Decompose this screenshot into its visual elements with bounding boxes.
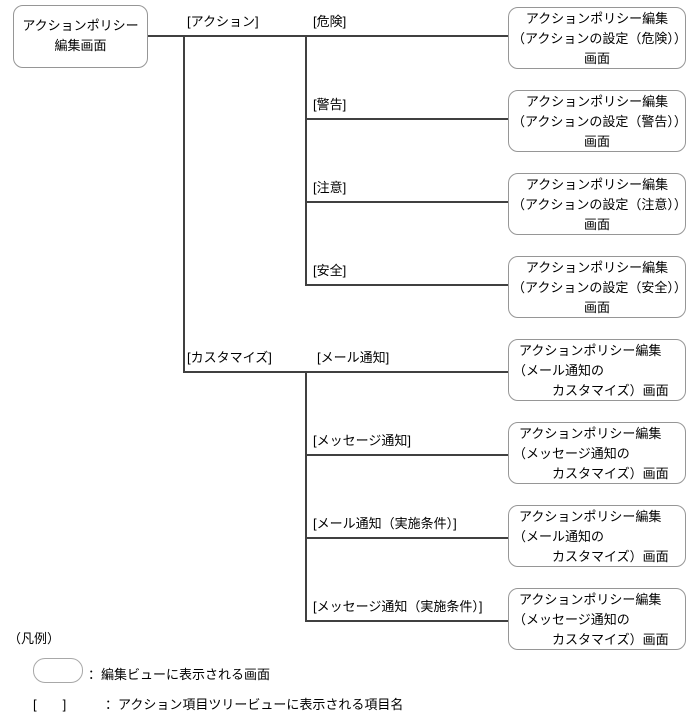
screen-node-line: カスタマイズ）画面 (513, 549, 669, 564)
legend-screen-shape (33, 658, 83, 683)
tree-label-customize: [カスタマイズ] (187, 350, 272, 366)
tree-label-mail-condition: [メール通知（実施条件）] (313, 516, 457, 532)
screen-node-action-safe: アクションポリシー編集 （アクションの設定（安全）） 画面 (508, 256, 687, 318)
screen-node-line: （メッセージ通知の (513, 612, 630, 627)
tree-label-caution: [注意] (313, 180, 347, 196)
screen-node-line: カスタマイズ）画面 (513, 383, 669, 398)
screen-node-mail-customize: アクションポリシー編集 （メール通知の カスタマイズ）画面 (508, 339, 686, 401)
screen-node-line: （アクションの設定（危険）） (512, 31, 687, 46)
tree-label-safe: [安全] (313, 263, 347, 279)
screen-node-message-condition-customize: アクションポリシー編集 （メッセージ通知の カスタマイズ）画面 (508, 588, 686, 650)
connector-warning (305, 118, 508, 120)
legend-bracket-description: ：アクション項目ツリービューに表示される項目名 (105, 697, 404, 712)
tree-label-warning: [警告] (313, 97, 347, 113)
tree-label-message-condition: [メッセージ通知（実施条件）] (313, 599, 483, 615)
root-label-line1: アクションポリシー (22, 18, 139, 33)
screen-node-line: 画面 (583, 217, 610, 232)
legend-screen-description: ：編集ビューに表示される画面 (88, 667, 271, 682)
connector-safe (305, 284, 508, 286)
screen-node-line: アクションポリシー編集 (525, 177, 669, 192)
screen-node-line: （メール通知の (513, 529, 605, 544)
connector-caution (305, 201, 508, 203)
legend-bracket-sample: [ ] (33, 697, 67, 712)
screen-node-message-customize: アクションポリシー編集 （メッセージ通知の カスタマイズ）画面 (508, 422, 686, 484)
tree-label-message: [メッセージ通知] (313, 433, 411, 449)
screen-node-line: （メッセージ通知の (513, 446, 630, 461)
screen-node-line: アクションポリシー編集 (519, 592, 662, 607)
screen-node-line: 画面 (583, 51, 610, 66)
root-label-line2: 編集画面 (54, 38, 107, 53)
tree-label-danger: [危険] (313, 14, 347, 30)
screen-node-action-danger: アクションポリシー編集 （アクションの設定（危険）） 画面 (508, 7, 687, 69)
screen-node-line: アクションポリシー編集 (519, 343, 662, 358)
screen-node-line: カスタマイズ）画面 (513, 632, 669, 647)
screen-node-line: カスタマイズ）画面 (513, 466, 669, 481)
tree-label-action: [アクション] (187, 14, 259, 30)
screen-node-line: アクションポリシー編集 (519, 509, 662, 524)
screen-node-line: 画面 (583, 134, 610, 149)
connector-mail-condition (305, 537, 508, 539)
screen-node-line: （アクションの設定（注意）） (512, 197, 687, 212)
customize-branch-vertical-line (305, 371, 307, 622)
screen-node-line: アクションポリシー編集 (525, 11, 669, 26)
tree-label-mail: [メール通知] (317, 350, 390, 366)
trunk-vertical-line (183, 35, 185, 373)
screen-node-line: （アクションの設定（警告）） (512, 114, 687, 129)
action-branch-vertical-line (305, 35, 307, 286)
screen-node-line: アクションポリシー編集 (525, 260, 669, 275)
screen-node-line: （アクションの設定（安全）） (512, 280, 687, 295)
connector-message-condition (305, 620, 508, 622)
connector-root-to-danger (148, 35, 508, 37)
screen-node-action-caution: アクションポリシー編集 （アクションの設定（注意）） 画面 (508, 173, 687, 235)
screen-node-action-warning: アクションポリシー編集 （アクションの設定（警告）） 画面 (508, 90, 687, 152)
screen-node-line: 画面 (583, 300, 610, 315)
node-root-action-policy-edit: アクションポリシー 編集画面 (13, 5, 148, 68)
screen-node-line: アクションポリシー編集 (519, 426, 662, 441)
connector-message (305, 454, 508, 456)
connector-customize-mail (183, 371, 508, 373)
screen-node-line: （メール通知の (513, 363, 605, 378)
screen-node-mail-condition-customize: アクションポリシー編集 （メール通知の カスタマイズ）画面 (508, 505, 686, 567)
screen-node-line: アクションポリシー編集 (525, 94, 669, 109)
legend-heading: （凡例） (8, 631, 61, 646)
